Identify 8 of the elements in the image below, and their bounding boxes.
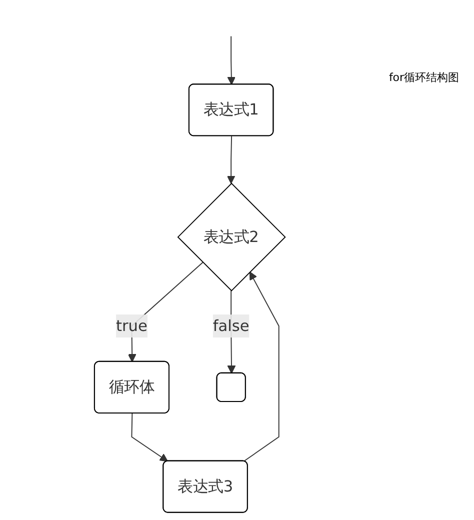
arrow (227, 36, 236, 85)
arrow (227, 136, 236, 184)
arrow (244, 272, 280, 462)
arrow (131, 412, 168, 462)
edge-label: false (213, 316, 250, 335)
edge-label: true (116, 316, 148, 335)
node-diamond: 表达式2 (177, 182, 286, 292)
note-text: for循环结构图 (388, 70, 460, 85)
